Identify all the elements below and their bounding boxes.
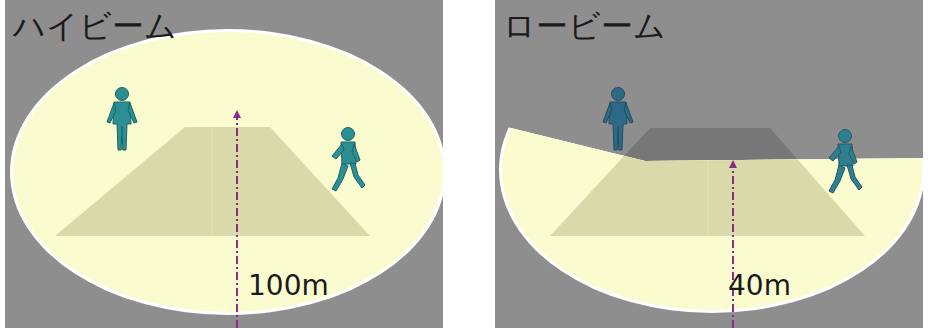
pedestrian-figure: [829, 130, 862, 194]
distance-label: 100m: [248, 272, 329, 300]
pedestrian-figure: [107, 88, 137, 151]
beam-title: ハイビーム: [13, 10, 177, 42]
beam-title: ロービーム: [503, 10, 666, 42]
high-beam-panel: ハイビーム 100m: [5, 0, 443, 328]
road-dark: [550, 128, 865, 236]
distance-arrow: [732, 164, 734, 328]
distance-label: 40m: [728, 272, 791, 300]
light-rim: [499, 27, 925, 313]
road: [55, 127, 370, 236]
road-line: [708, 160, 709, 236]
low-beam-art: [499, 27, 925, 328]
distance-arrow: [236, 114, 238, 328]
light-area: [502, 30, 922, 310]
light-rim: [10, 29, 446, 315]
low-beam-panel: ロービーム 40m: [495, 0, 923, 328]
high-beam-art: [10, 29, 446, 328]
pedestrian-figure: [603, 88, 633, 151]
light-area: [13, 32, 443, 312]
pedestrian-figure: [332, 128, 365, 192]
road-line: [212, 128, 213, 236]
road: [550, 128, 865, 236]
